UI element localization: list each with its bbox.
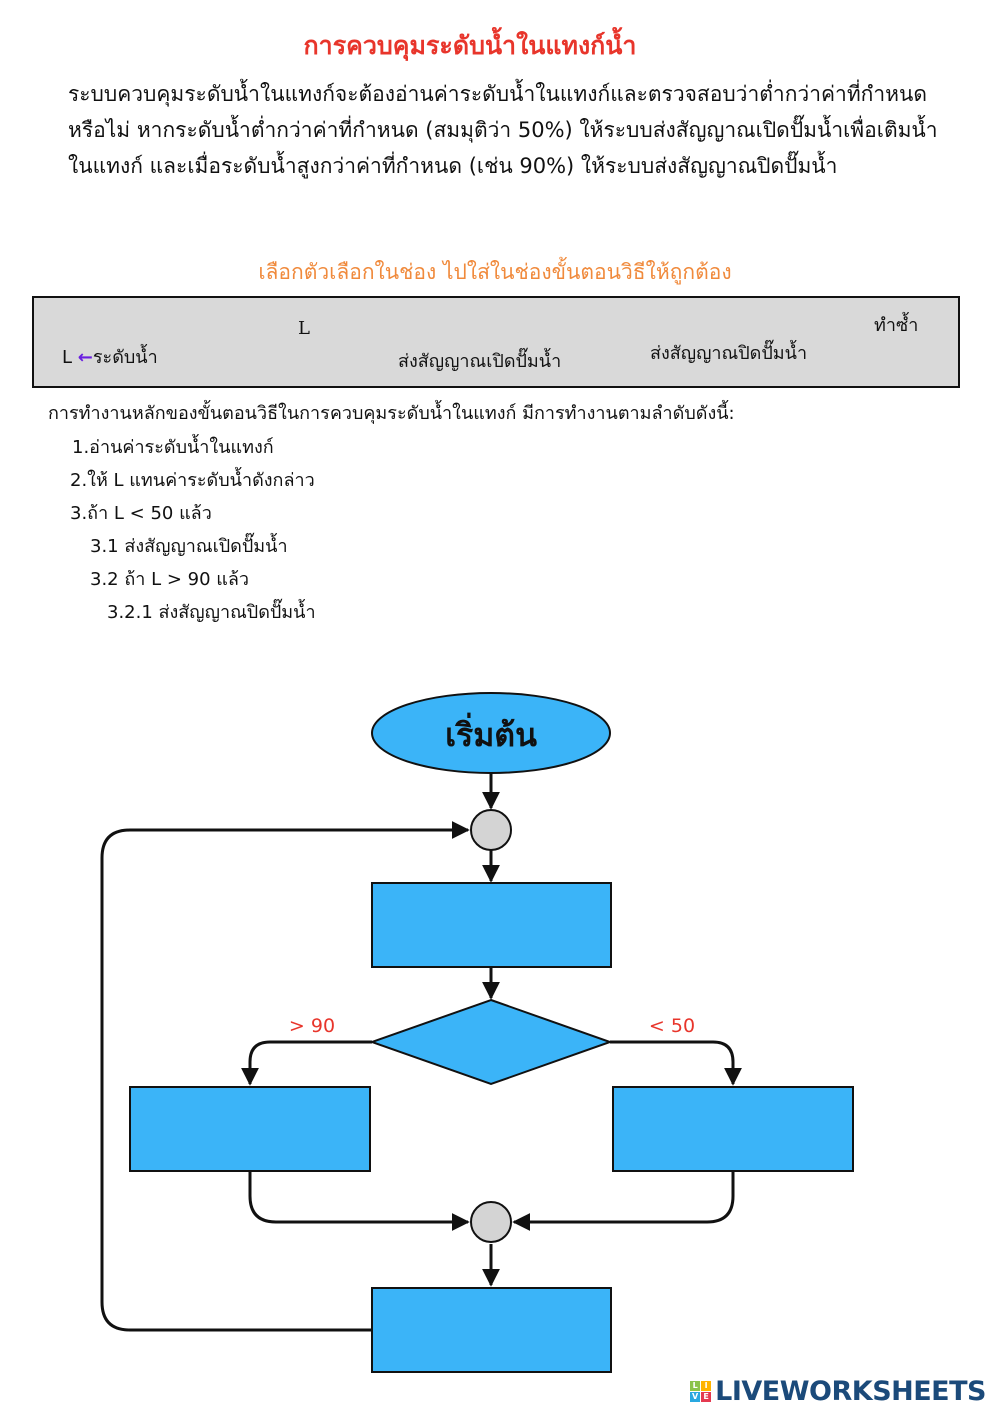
right-branch-label: < 50 xyxy=(649,1015,695,1037)
answer-bank: L ←ระดับน้ำ L ส่งสัญญาณเปิดปั๊มน้ำ ส่งสั… xyxy=(32,296,960,388)
chip-assign-level[interactable]: L ←ระดับน้ำ xyxy=(62,342,158,371)
logo-text: LIVEWORKSHEETS xyxy=(715,1376,986,1407)
step-item: 2.ให้ L แทนค่าระดับน้ำดังกล่าว xyxy=(70,470,315,491)
left-branch-label: > 90 xyxy=(289,1015,335,1037)
drop-box-right xyxy=(612,1086,854,1172)
flow-arrow xyxy=(512,1171,735,1231)
flow-arrow xyxy=(248,1171,470,1231)
left-arrow-icon: ← xyxy=(77,347,93,368)
intro-paragraph: ระบบควบคุมระดับน้ำในแทงก์จะต้องอ่านค่าระ… xyxy=(68,82,938,178)
steps-lead: การทำงานหลักของขั้นตอนวิธีในการควบคุมระด… xyxy=(48,403,735,424)
decision-diamond xyxy=(368,998,614,1086)
start-label: เริ่มต้น xyxy=(445,712,537,754)
start-terminal xyxy=(371,692,611,774)
worksheet-title: การควบคุมระดับน้ำในแทงก์น้ำ xyxy=(303,31,637,60)
chip-l[interactable]: L xyxy=(298,318,310,339)
flow-arrow xyxy=(241,1040,372,1086)
drop-box-bottom xyxy=(371,1287,612,1373)
connector-top xyxy=(470,809,512,851)
chip-repeat[interactable]: ทำซ้ำ xyxy=(874,315,919,336)
chip-pump-on[interactable]: ส่งสัญญาณเปิดปั๊มน้ำ xyxy=(398,351,562,372)
drop-box-1 xyxy=(371,882,612,968)
step-item: 3.ถ้า L < 50 แล้ว xyxy=(70,503,212,524)
connector-bottom xyxy=(470,1201,512,1243)
step-item: 3.2.1 ส่งสัญญาณปิดปั๊มน้ำ xyxy=(107,602,316,623)
step-item: 3.2 ถ้า L > 90 แล้ว xyxy=(90,569,249,590)
chip-pump-off[interactable]: ส่งสัญญาณปิดปั๊มน้ำ xyxy=(650,343,808,364)
step-item: 3.1 ส่งสัญญาณเปิดปั๊มน้ำ xyxy=(90,536,288,557)
step-item: 1.อ่านค่าระดับน้ำในแทงก์ xyxy=(72,437,274,458)
flow-arrow xyxy=(610,1040,742,1086)
loop-arrow xyxy=(100,821,470,1332)
drop-box-left xyxy=(129,1086,371,1172)
instruction-text: เลือกตัวเลือกในช่อง ไปใส่ในช่องขั้นตอนวิ… xyxy=(258,260,732,284)
chip-text: ระดับน้ำ xyxy=(92,347,158,368)
chip-var: L xyxy=(62,347,73,368)
